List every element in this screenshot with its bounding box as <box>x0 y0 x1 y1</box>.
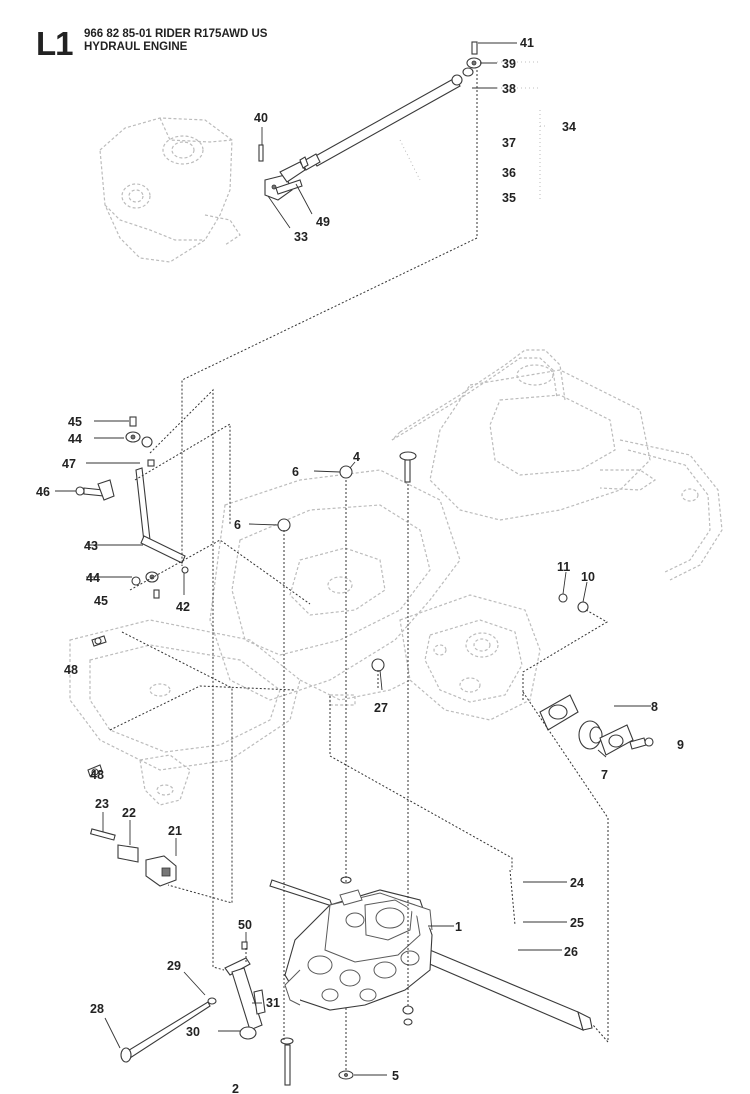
callout-2: 2 <box>232 1082 239 1094</box>
callout-21: 21 <box>168 824 182 838</box>
callout-39: 39 <box>502 57 516 71</box>
leader-lines <box>55 42 651 1076</box>
callout-29: 29 <box>167 959 181 973</box>
callout-37: 37 <box>502 136 516 150</box>
callout-11: 11 <box>557 560 570 574</box>
callout-36: 36 <box>502 166 516 180</box>
callout-30: 30 <box>186 1025 200 1039</box>
callout-40: 40 <box>254 111 268 125</box>
callout-50: 50 <box>238 918 252 932</box>
callout-6-lower: 6 <box>234 518 241 532</box>
callout-44-top: 44 <box>68 432 82 446</box>
lever-drawing <box>120 957 266 1063</box>
callout-28: 28 <box>90 1002 104 1016</box>
callout-4: 4 <box>353 450 360 464</box>
callout-5: 5 <box>392 1069 399 1083</box>
page-code: L1 <box>36 25 74 62</box>
callout-43: 43 <box>84 539 98 553</box>
callout-47: 47 <box>62 457 76 471</box>
callout-1: 1 <box>455 920 462 934</box>
callout-35: 35 <box>502 191 516 205</box>
callout-42: 42 <box>176 600 190 614</box>
section-title: HYDRAUL ENGINE <box>84 41 188 53</box>
callout-22: 22 <box>122 806 136 820</box>
callout-9: 9 <box>677 738 684 752</box>
callout-34: 34 <box>562 120 576 134</box>
callout-46: 46 <box>36 485 50 499</box>
callout-33: 33 <box>294 230 308 244</box>
callout-49: 49 <box>316 215 330 229</box>
callout-25: 25 <box>570 916 584 930</box>
callout-8: 8 <box>651 700 658 714</box>
callout-26: 26 <box>564 945 578 959</box>
transmission-drawing <box>269 876 593 1031</box>
title-block: 966 82 85-01 RIDER R175AWD US HYDRAUL EN… <box>84 28 267 54</box>
callout-38: 38 <box>502 82 516 96</box>
engine-housing-drawing <box>99 117 241 263</box>
callout-31: 31 <box>266 996 280 1010</box>
control-arm-drawing <box>75 416 189 599</box>
callout-27: 27 <box>374 701 388 715</box>
bearing-set-drawing <box>371 593 654 756</box>
callout-45-top: 45 <box>68 415 82 429</box>
callout-48-lower: 48 <box>90 768 104 782</box>
callout-6-upper: 6 <box>292 465 299 479</box>
callout-labels: 41 39 38 34 37 36 35 40 49 33 45 44 47 4… <box>36 36 684 1094</box>
callout-7: 7 <box>601 768 608 782</box>
model-title: 966 82 85-01 RIDER R175AWD US <box>84 28 268 40</box>
callout-48-upper: 48 <box>64 663 78 677</box>
stud-set-drawing <box>241 451 417 1086</box>
callout-23: 23 <box>95 797 109 811</box>
callout-10: 10 <box>581 570 595 584</box>
upper-link-rod-drawing <box>258 41 482 201</box>
callout-44-bottom: 44 <box>86 571 100 585</box>
callout-45-bottom: 45 <box>94 594 108 608</box>
chassis-frame-drawing <box>69 349 723 806</box>
callout-41: 41 <box>520 36 534 50</box>
bracket-set-drawing <box>87 635 177 887</box>
reference-lines <box>109 61 609 1070</box>
callout-24: 24 <box>570 876 584 890</box>
